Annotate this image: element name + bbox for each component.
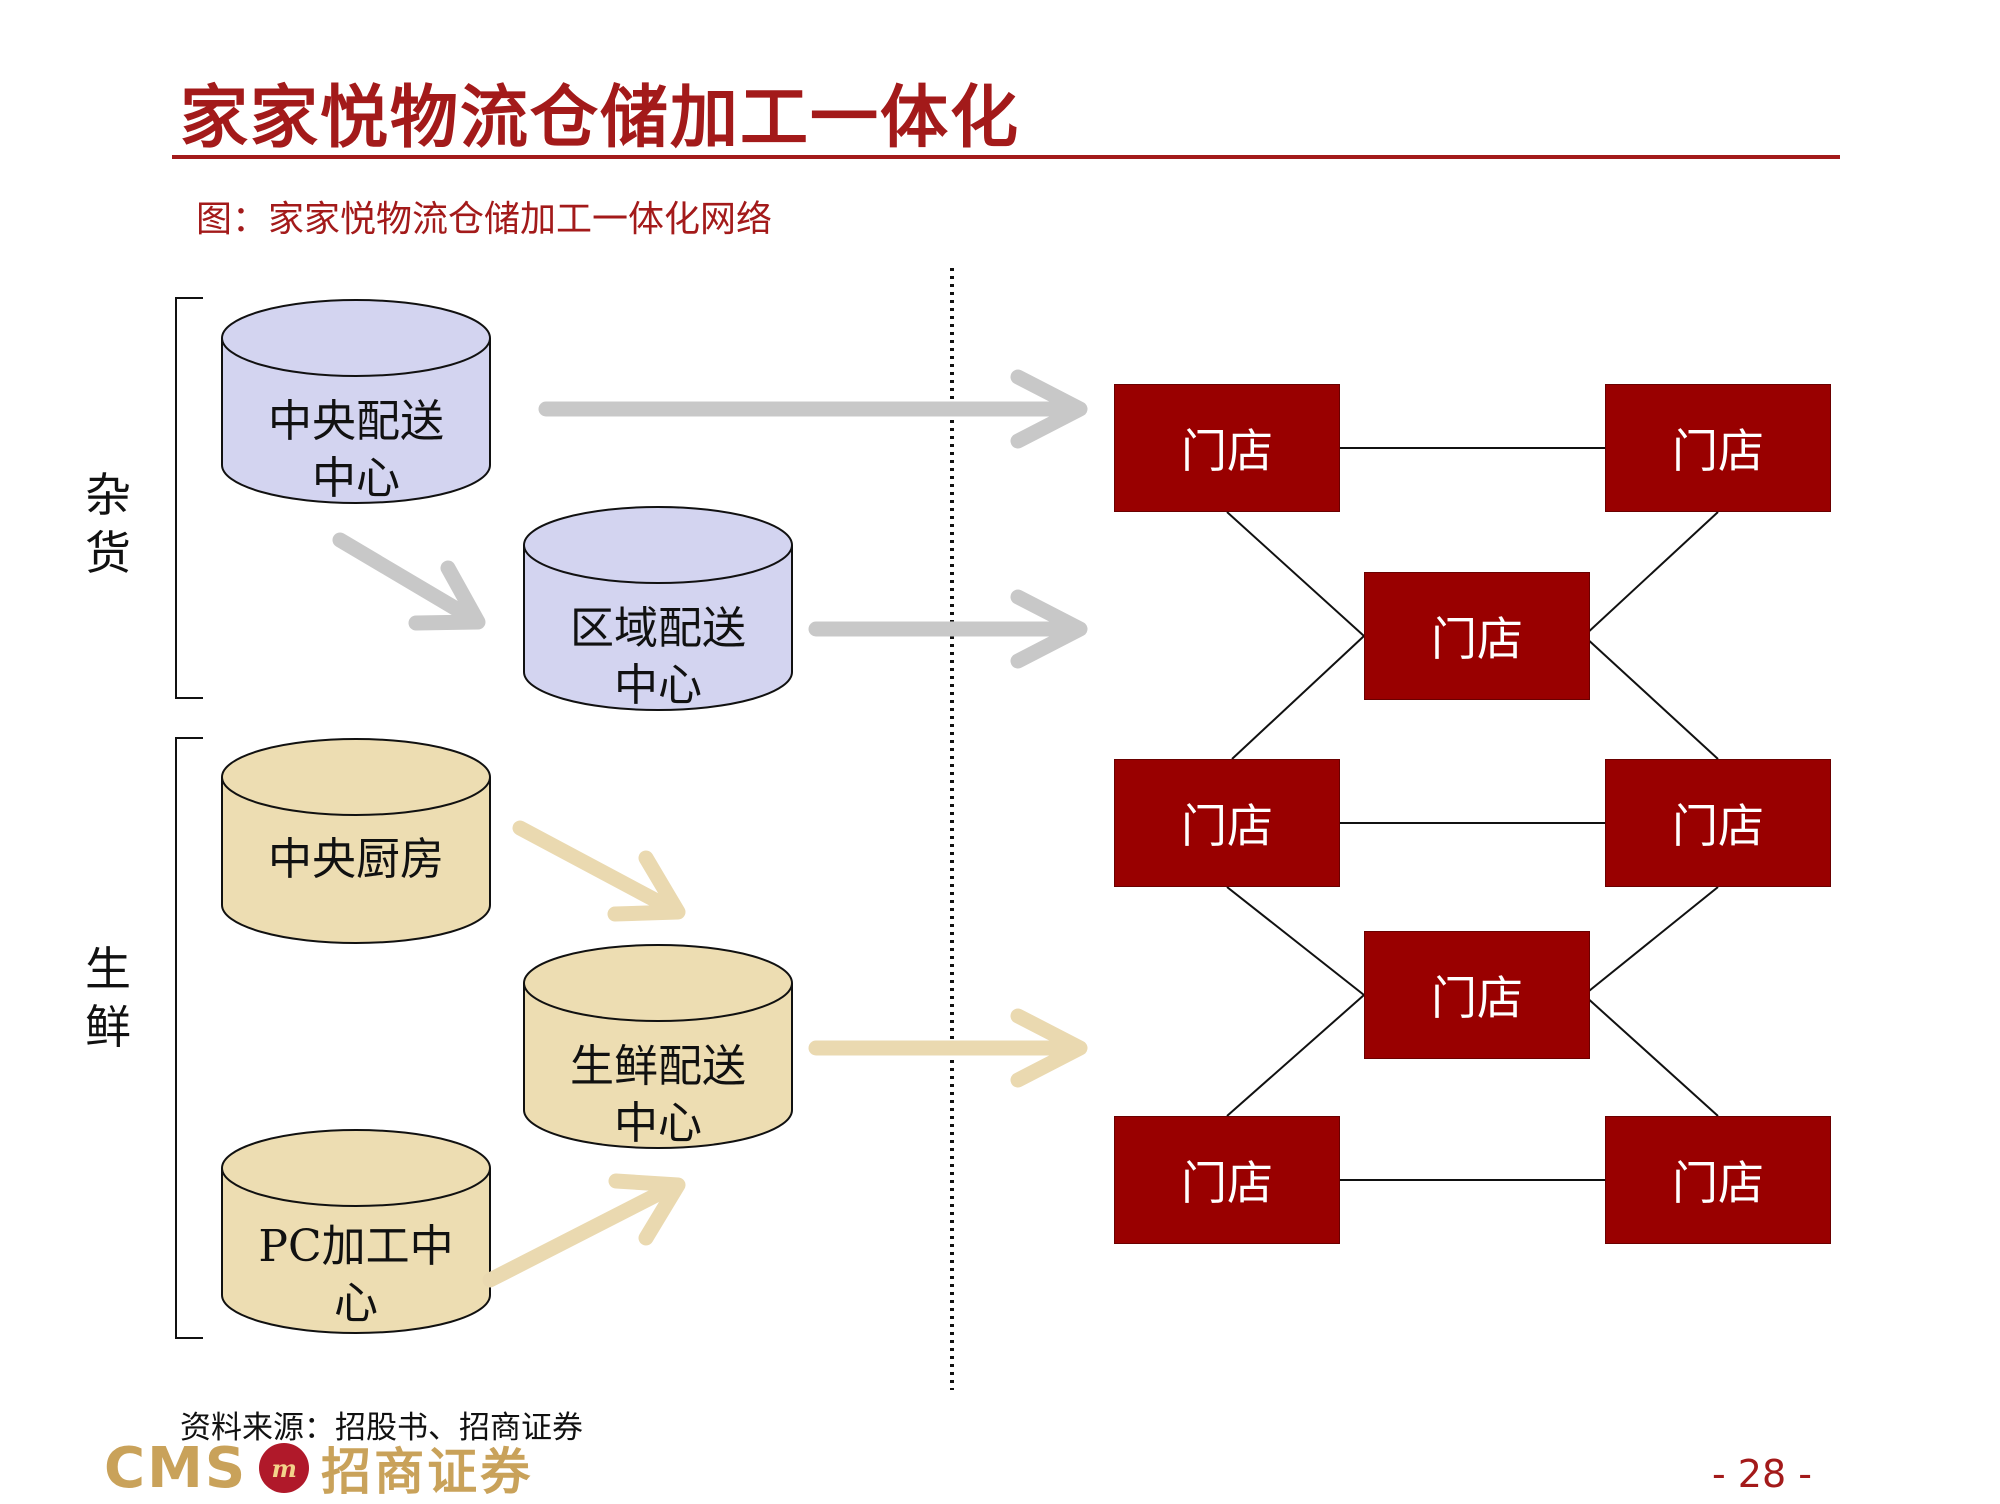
store-box: 门店	[1605, 759, 1831, 887]
cylinder-pc-center	[221, 1129, 491, 1334]
arrow-fresh-dc-to-stores	[808, 1008, 1088, 1088]
store-label: 门店	[1672, 424, 1764, 478]
store-label: 门店	[1431, 971, 1523, 1025]
group-label-general: 杂 货	[85, 468, 131, 580]
arrow-central-to-stores	[538, 369, 1088, 449]
logo-seal-icon: m	[259, 1443, 310, 1493]
group-label-fresh: 生 鲜	[85, 942, 131, 1054]
source-note: 资料来源：招股书、招商证券	[180, 1410, 583, 1446]
arrow-regional-to-stores	[808, 589, 1088, 669]
store-box: 门店	[1114, 1116, 1340, 1244]
store-label: 门店	[1181, 799, 1273, 853]
page-number: - 28 -	[1712, 1452, 1812, 1496]
store-label: 门店	[1431, 612, 1523, 666]
store-label: 门店	[1181, 1156, 1273, 1210]
store-network-lines	[1226, 447, 1719, 1181]
arrow-pc-to-fresh-dc	[482, 1173, 686, 1288]
store-label: 门店	[1672, 1156, 1764, 1210]
cylinder-central-kitchen	[221, 738, 491, 944]
cylinder-fresh-dc	[523, 944, 793, 1149]
logo-cms-text: CMS	[104, 1435, 248, 1501]
cylinder-regional-dc	[523, 506, 793, 711]
title-rule	[172, 155, 1840, 159]
cylinder-central-dc	[221, 299, 491, 504]
page-title: 家家悦物流仓储加工一体化	[180, 79, 1021, 158]
store-box: 门店	[1605, 1116, 1831, 1244]
bracket-general	[175, 297, 203, 699]
fresh-dc-label: 生鲜配送 中心	[570, 1041, 746, 1149]
store-box: 门店	[1605, 384, 1831, 512]
pc-center-label: PC加工中 心	[258, 1221, 454, 1329]
logo-seal-text: m	[271, 1453, 297, 1483]
store-box: 门店	[1114, 384, 1340, 512]
store-box: 门店	[1364, 931, 1590, 1059]
arrow-central-to-regional	[332, 532, 486, 631]
bracket-fresh	[175, 737, 203, 1339]
figure-caption: 图：家家悦物流仓储加工一体化网络	[196, 199, 773, 240]
store-box: 门店	[1364, 572, 1590, 700]
arrow-kitchen-to-fresh-dc	[512, 820, 686, 922]
store-box: 门店	[1114, 759, 1340, 887]
store-label: 门店	[1181, 424, 1273, 478]
central-kitchen-label: 中央厨房	[268, 834, 444, 885]
store-label: 门店	[1672, 799, 1764, 853]
logo-company-name: 招商证券	[321, 1442, 534, 1501]
company-logo: CMS m 招商证券	[104, 1435, 533, 1502]
central-dc-label: 中央配送 中心	[268, 396, 444, 504]
regional-dc-label: 区域配送 中心	[570, 603, 746, 711]
